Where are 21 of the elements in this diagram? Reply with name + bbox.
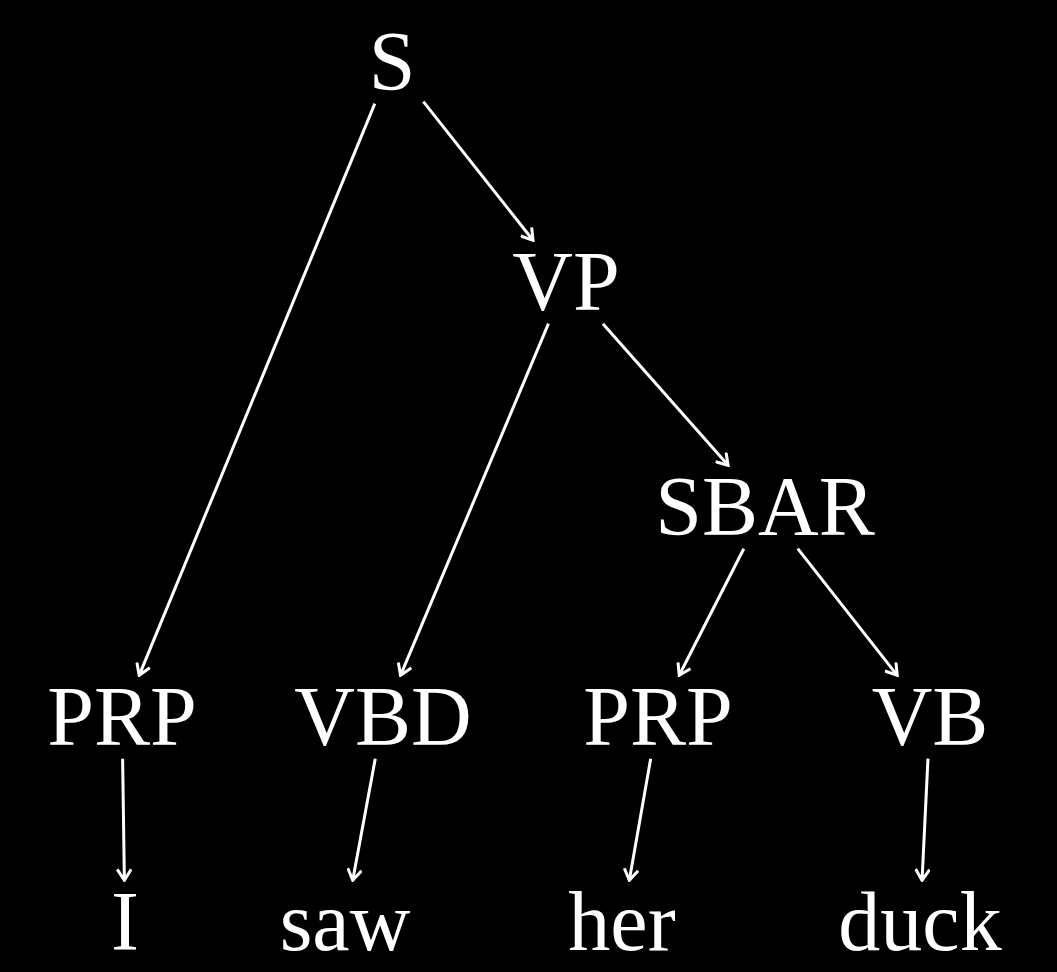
arrow (676, 548, 746, 677)
tree-label: VB (869, 681, 991, 753)
tree-label: VBD (292, 681, 474, 753)
arrow (422, 100, 535, 242)
tree-label: PRP (45, 681, 199, 753)
arrow (346, 758, 377, 882)
arrow (396, 323, 550, 677)
tree-label: duck (836, 886, 1004, 958)
tree-label: her (566, 886, 678, 958)
arrow (796, 547, 899, 677)
tree-label: S (366, 26, 418, 98)
arrow (115, 758, 133, 882)
tree-label: saw (277, 886, 413, 958)
arrow (135, 103, 377, 677)
arrow (914, 758, 932, 882)
tree-label: SBAR (653, 471, 877, 543)
arrow (601, 322, 730, 467)
tree-label: PRP (581, 681, 735, 753)
arrow (622, 758, 653, 882)
tree-label: I (109, 886, 141, 958)
tree-label: VP (510, 246, 622, 318)
